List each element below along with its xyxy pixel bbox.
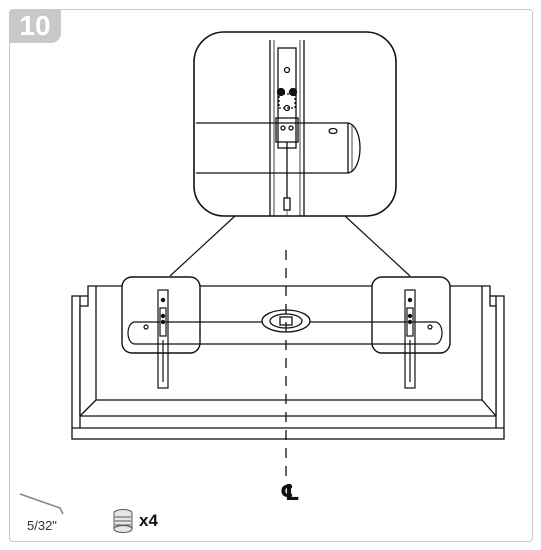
hex-key-icon: [19, 493, 64, 515]
hex-key-size-label: 5/32": [27, 518, 57, 533]
right-bracket-detail: [371, 276, 451, 389]
centerline-symbol: ℄: [280, 481, 300, 506]
set-screw-icon: [113, 509, 133, 533]
step-number-badge: 10: [9, 9, 61, 43]
zoom-leader-lines: [169, 215, 411, 277]
screw-quantity-label: x4: [139, 511, 158, 530]
zoom-detail-view: [193, 31, 397, 217]
left-bracket-detail: [121, 276, 201, 389]
